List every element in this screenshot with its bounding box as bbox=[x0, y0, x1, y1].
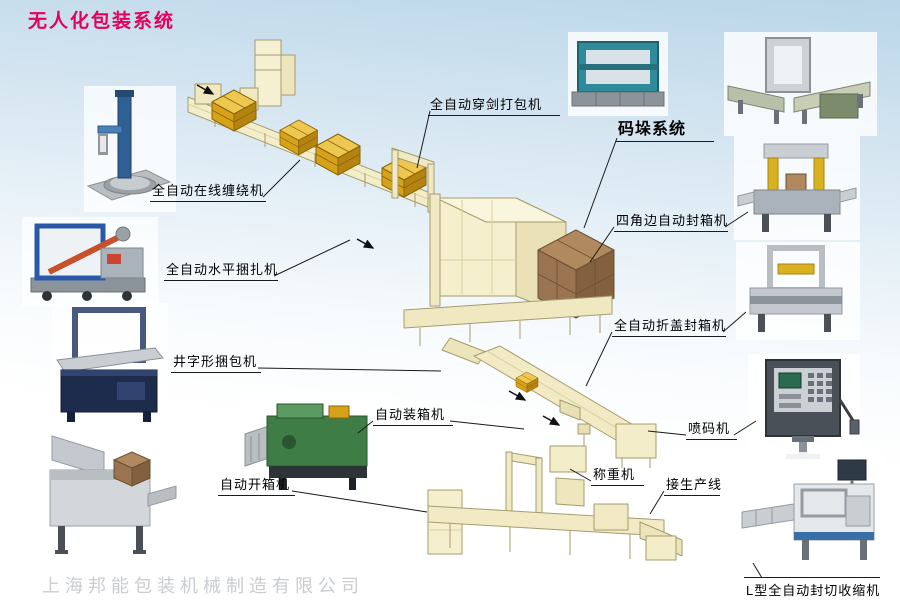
label-palletizing-system: 码垛系统 bbox=[616, 115, 714, 142]
case-erector-photo bbox=[35, 423, 181, 557]
palletizer-system-photo bbox=[724, 32, 877, 136]
label-case-packer: 自动装箱机 bbox=[373, 404, 453, 426]
page-title: 无人化包装系统 bbox=[28, 11, 176, 32]
label-horizontal-strapping-machine: 全自动水平捆扎机 bbox=[164, 259, 278, 281]
label-sword-strapping-machine: 全自动穿剑打包机 bbox=[428, 94, 560, 116]
label-corner-edge-sealer: 四角边自动封箱机 bbox=[614, 210, 728, 232]
low-palletizer-photo bbox=[568, 32, 668, 116]
central-line-illustration bbox=[187, 39, 683, 561]
flow-arrows bbox=[196, 84, 561, 426]
bottom-conveyor bbox=[427, 489, 683, 561]
l-sealer-photo bbox=[738, 452, 884, 574]
label-inline-wrapping-machine: 全自动在线缠绕机 bbox=[150, 180, 266, 202]
label-inkjet-printer: 喷码机 bbox=[686, 418, 737, 440]
leader-lines bbox=[257, 110, 763, 579]
label-flap-fold-sealer: 全自动折盖封箱机 bbox=[612, 315, 726, 337]
bottom-arch bbox=[505, 451, 543, 523]
lower-conveyor bbox=[441, 337, 657, 468]
machine-platform bbox=[403, 295, 613, 346]
label-weighing-machine: 称重机 bbox=[591, 464, 644, 486]
horizontal-strapper-photo bbox=[22, 217, 158, 307]
flap-sealer-photo bbox=[736, 242, 860, 340]
strapping-arch bbox=[391, 147, 435, 213]
pallet-wrapper-photo bbox=[84, 86, 176, 212]
label-case-erector: 自动开箱机 bbox=[218, 474, 295, 496]
label-to-production-line: 接生产线 bbox=[664, 474, 721, 496]
weighing-station bbox=[549, 423, 591, 507]
label-l-type-sealer-shrinker: L型全自动封切收缩机 bbox=[744, 577, 880, 599]
company-watermark: 上海邦能包装机械制造有限公司 bbox=[42, 576, 364, 596]
cross-strapper-photo bbox=[52, 303, 168, 427]
corner-sealer-photo bbox=[734, 136, 860, 240]
central-machine bbox=[429, 193, 567, 317]
inkjet-printer-photo bbox=[748, 354, 860, 460]
case-packer-photo bbox=[242, 393, 392, 493]
label-cross-strapping-machine: 井字形捆包机 bbox=[171, 351, 261, 373]
